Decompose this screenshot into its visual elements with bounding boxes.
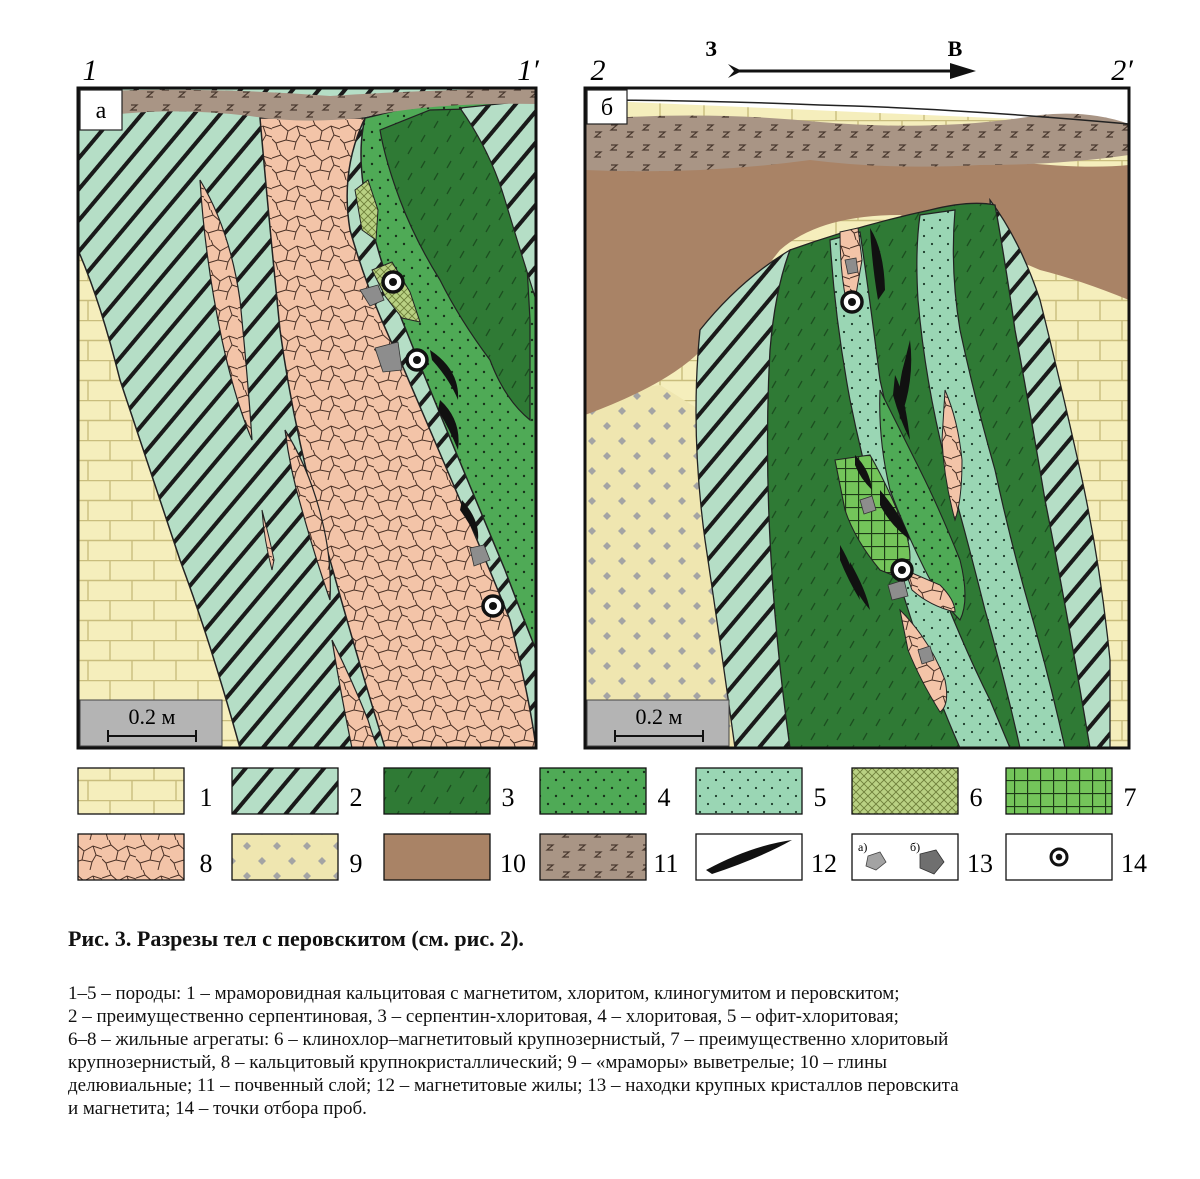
figure-caption: Рис. 3. Разрезы тел с перовскитом (см. р… (68, 926, 1158, 1120)
caption-line: 1–5 – породы: 1 – мраморовидная кальцито… (68, 983, 900, 1004)
legend-item-4: 4 (539, 767, 671, 815)
legend-item-6: 6 (851, 767, 983, 815)
legend-item-13: а) б) 13 (851, 833, 993, 881)
legend-number: 3 (502, 783, 515, 812)
caption-text: 1–5 – породы: 1 – мраморовидная кальцито… (68, 982, 1158, 1120)
direction-arrow: З В (705, 36, 976, 79)
caption-title: Рис. 3. Разрезы тел с перовскитом (см. р… (68, 926, 524, 951)
legend-number: 6 (970, 783, 983, 812)
panel-a-label: а (96, 98, 107, 124)
legend-sub-b: б) (910, 840, 920, 854)
legend-number: 14 (1121, 849, 1147, 878)
corner-label-2-prime: 2′ (1111, 54, 1133, 87)
legend-item-10: 10 (383, 833, 526, 881)
legend-number: 2 (350, 783, 363, 812)
scale-bar-a: 0.2 м (79, 699, 223, 747)
caption-line: крупнозернистый, 8 – кальцитовый крупнок… (68, 1052, 888, 1073)
legend-item-3: 3 (383, 767, 515, 815)
legend-item-7: 7 (1005, 767, 1137, 815)
caption-line: 6–8 – жильные агрегаты: 6 – клинохлор–ма… (68, 1029, 949, 1050)
legend-number: 10 (500, 849, 526, 878)
section-b: б 0.2 м 2 2′ З В (583, 36, 1133, 750)
legend-item-12: 12 (695, 833, 837, 881)
scale-bar-b: 0.2 м (586, 699, 730, 747)
sample-point-marker (890, 558, 914, 582)
magnetite-crystal-icon (919, 849, 945, 875)
legend: 1 2 3 4 5 6 7 8 (77, 767, 1147, 881)
sample-point-marker (381, 270, 405, 294)
legend-number: 5 (814, 783, 827, 812)
legend-item-8: 8 (77, 833, 213, 881)
legend-item-14: 14 (1005, 833, 1147, 881)
legend-item-5: 5 (695, 767, 827, 815)
sample-point-marker (840, 290, 864, 314)
sample-point-icon (1049, 847, 1069, 867)
legend-number: 8 (200, 849, 213, 878)
corner-label-1: 1 (83, 54, 98, 87)
legend-number: 4 (658, 783, 671, 812)
legend-number: 1 (200, 783, 213, 812)
legend-item-9: 9 (231, 833, 363, 881)
scale-bar-b-label: 0.2 м (636, 704, 683, 729)
legend-item-11: 11 (539, 833, 679, 881)
direction-east-label: В (948, 36, 963, 61)
panel-b-label: б (601, 95, 613, 121)
legend-number: 12 (811, 849, 837, 878)
legend-item-1: 1 (77, 767, 213, 815)
sample-point-marker (405, 348, 429, 372)
scale-bar-a-label: 0.2 м (129, 704, 176, 729)
section-a: а 0.2 м 1 1′ (76, 54, 539, 750)
direction-west-label: З (705, 36, 717, 61)
magnetite-vein-icon (706, 840, 792, 874)
perovskite-crystal-icon (865, 851, 887, 871)
legend-sub-a: а) (858, 840, 867, 854)
caption-line: и магнетита; 14 – точки отбора проб. (68, 1098, 367, 1119)
sample-point-marker (481, 594, 505, 618)
legend-number: 13 (967, 849, 993, 878)
legend-number: 7 (1124, 783, 1137, 812)
legend-number: 11 (653, 849, 678, 878)
corner-label-1-prime: 1′ (517, 54, 539, 87)
legend-item-2: 2 (231, 767, 363, 815)
legend-number: 9 (350, 849, 363, 878)
caption-line: делювиальные; 11 – почвенный слой; 12 – … (68, 1075, 959, 1096)
caption-line: 2 – преимущественно серпентиновая, 3 – с… (68, 1006, 899, 1027)
corner-label-2: 2 (591, 54, 606, 87)
